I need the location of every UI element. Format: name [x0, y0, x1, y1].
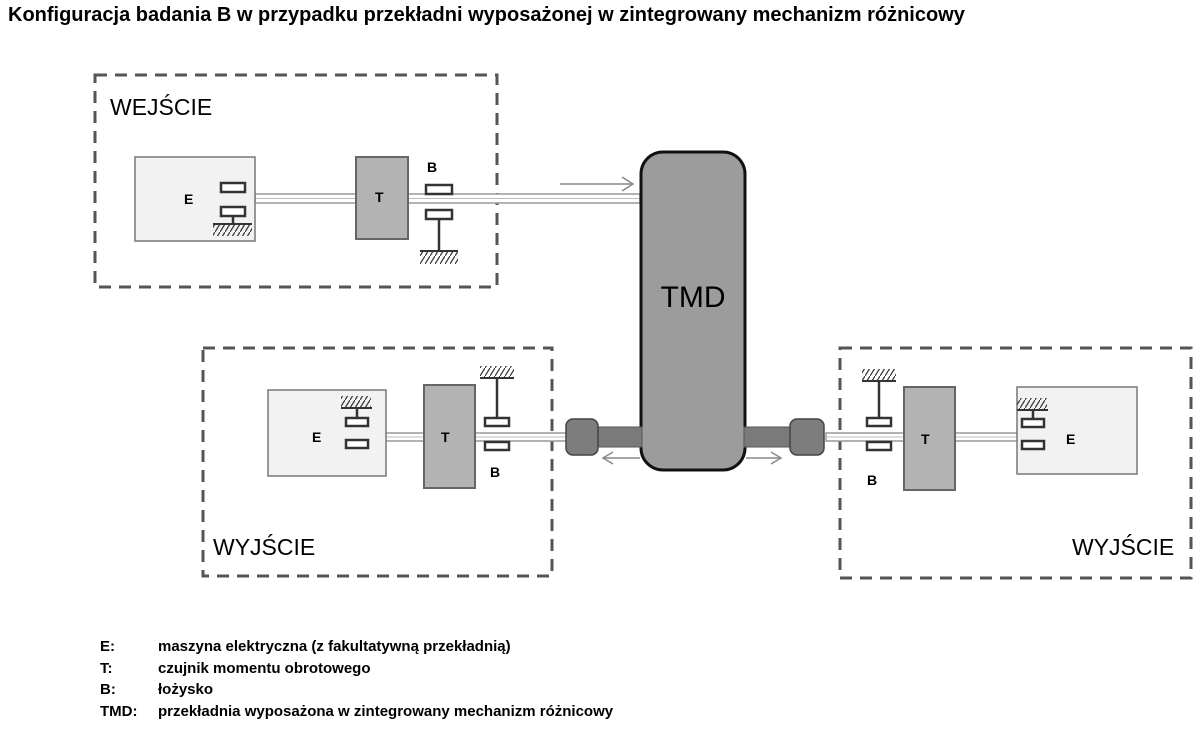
output-left-bearing-label: B — [490, 464, 500, 480]
output-right-bearing-label: B — [867, 472, 877, 488]
input-dashed-box — [93, 73, 499, 289]
output-left-dashed-box — [201, 346, 554, 578]
left-coupling-shaft — [595, 426, 643, 448]
legend-text: maszyna elektryczna (z fakultatywną prze… — [158, 638, 511, 655]
output-right-label: WYJŚCIE — [1072, 533, 1174, 560]
output-left-torque-sensor-t — [423, 384, 476, 489]
legend-text: przekładnia wyposażona w zintegrowany me… — [158, 702, 614, 720]
legend-row-b: B: łożysko — [100, 679, 613, 701]
input-sensor-label: T — [375, 189, 384, 205]
test-setup-diagram: WEJŚCIE E T B TMD WYJŚCIE E T — [93, 73, 1193, 580]
legend-text: łożysko — [158, 681, 214, 698]
output-left-machine-label: E — [312, 429, 321, 445]
legend-row-tmd: TMD: przekładnia wyposażona w zintegrowa… — [100, 701, 613, 723]
legend-row-t: T: czujnik momentu obrotowego — [100, 658, 613, 680]
legend-key: E: — [100, 638, 115, 655]
input-bearing-b — [424, 183, 454, 196]
legend-text: czujnik momentu obrotowego — [158, 659, 371, 677]
left-coupling — [565, 418, 599, 456]
input-label: WEJŚCIE — [110, 93, 212, 120]
right-coupling-shaft — [743, 426, 793, 448]
legend: E: maszyna elektryczna (z fakultatywną p… — [100, 636, 613, 722]
tmd-label: TMD — [661, 281, 726, 314]
output-right-bearing-b — [865, 416, 893, 428]
output-right-sensor-label: T — [921, 431, 930, 447]
output-left-label: WYJŚCIE — [213, 533, 315, 560]
output-left-bearing-b — [483, 416, 511, 428]
output-left-sensor-label: T — [441, 429, 450, 445]
legend-key: T: — [100, 659, 113, 677]
legend-key: TMD: — [100, 702, 138, 720]
output-right-torque-sensor-t — [903, 386, 956, 491]
input-machine-label: E — [184, 191, 193, 207]
page-title: Konfiguracja badania B w przypadku przek… — [8, 4, 965, 26]
tmd-unit — [639, 150, 747, 472]
input-bearing-label: B — [427, 159, 437, 175]
legend-row-e: E: maszyna elektryczna (z fakultatywną p… — [100, 636, 613, 658]
output-right-dashed-box — [838, 346, 1193, 580]
right-coupling — [789, 418, 825, 456]
input-arrow — [560, 176, 635, 192]
output-right-machine-label: E — [1066, 431, 1075, 447]
legend-key: B: — [100, 681, 116, 698]
input-torque-sensor-t — [355, 156, 409, 240]
right-output-arrow — [746, 451, 783, 465]
left-output-arrow — [601, 451, 640, 465]
